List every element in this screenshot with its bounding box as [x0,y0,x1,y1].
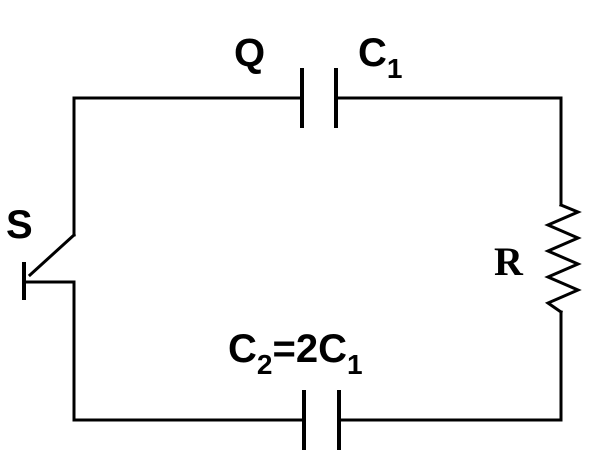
wire-top-right [336,96,563,207]
wire-top-left [72,96,302,237]
wire-bottom-left [23,280,304,422]
capacitor-c1-label-main: C [358,31,387,75]
resistor-symbol [544,203,582,315]
wire-right-bottom [339,310,563,422]
resistor-label: R [494,239,524,284]
capacitor-c2-label-sub2: 1 [347,349,363,380]
capacitor-c1-label: C1 [358,31,402,84]
charge-label: Q [234,31,265,75]
capacitor-c1-label-sub: 1 [387,53,403,84]
switch-label: S [6,203,33,247]
capacitor-c2-label: C2=2C1 [228,327,363,380]
capacitor-c2-label-eq: =2C [272,327,347,371]
switch-blade[interactable] [27,232,77,278]
capacitor-c2-label-sub: 2 [257,349,273,380]
capacitor-c2-label-main: C [228,327,257,371]
